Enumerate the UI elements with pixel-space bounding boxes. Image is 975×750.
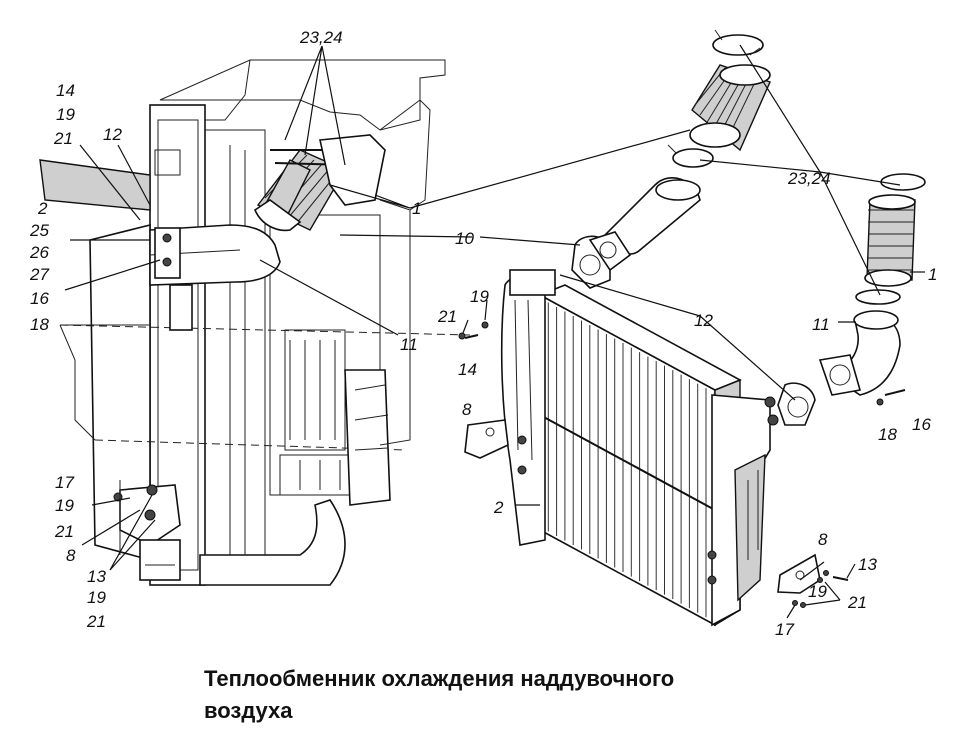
label-19-left-b: 19 (55, 496, 74, 515)
label-13-left: 13 (87, 567, 106, 586)
label-8-left: 8 (66, 546, 76, 565)
label-8-right: 8 (462, 400, 472, 419)
label-13-bottom-right: 13 (858, 555, 877, 574)
label-21-bottom-right: 21 (847, 593, 867, 612)
label-14: 14 (56, 81, 75, 100)
intercooler-core (500, 269, 779, 627)
part-labels: 23,24 14 19 21 12 2 25 26 27 16 18 1 10 … (29, 28, 937, 639)
label-17-bottom-right: 17 (775, 620, 794, 639)
label-19-left-c: 19 (87, 588, 106, 607)
caption-line-1: Теплообменник охлаждения наддувочного (204, 666, 675, 691)
label-21-right: 21 (437, 307, 457, 326)
label-2: 2 (37, 199, 48, 218)
label-10: 10 (455, 229, 474, 248)
label-18-right: 18 (878, 425, 897, 444)
label-19-right: 19 (470, 287, 489, 306)
caption-line-2: воздуха (204, 698, 293, 723)
label-21-left-c: 21 (86, 612, 106, 631)
label-1-right: 1 (928, 265, 937, 284)
hose-1-upper (689, 64, 771, 152)
label-21: 21 (53, 129, 73, 148)
label-12: 12 (103, 125, 122, 144)
label-26: 26 (29, 243, 49, 262)
label-18: 18 (30, 315, 49, 334)
label-11-left: 11 (400, 335, 418, 354)
label-12-right: 12 (694, 311, 713, 330)
label-1-mid: 1 (412, 199, 421, 218)
label-16-right: 16 (912, 415, 931, 434)
intercooler-fins (547, 302, 715, 622)
label-16: 16 (30, 289, 49, 308)
label-11-right: 11 (812, 315, 830, 334)
label-23-24-top: 23,24 (299, 28, 343, 47)
label-17-left: 17 (55, 473, 74, 492)
label-2-right: 2 (493, 498, 504, 517)
label-25: 25 (29, 221, 49, 240)
label-21-left-b: 21 (54, 522, 74, 541)
engine-installation-view (39, 59, 471, 586)
hose-assembly-left (253, 134, 386, 232)
label-19: 19 (56, 105, 75, 124)
label-19-bottom-right: 19 (808, 582, 827, 601)
label-8-bottom-right: 8 (818, 530, 828, 549)
intercooler-exploded-view (458, 29, 926, 627)
label-23-24-right: 23,24 (787, 169, 831, 188)
label-14-right: 14 (458, 360, 477, 379)
label-27: 27 (29, 265, 49, 284)
leader-lines (64, 44, 925, 619)
